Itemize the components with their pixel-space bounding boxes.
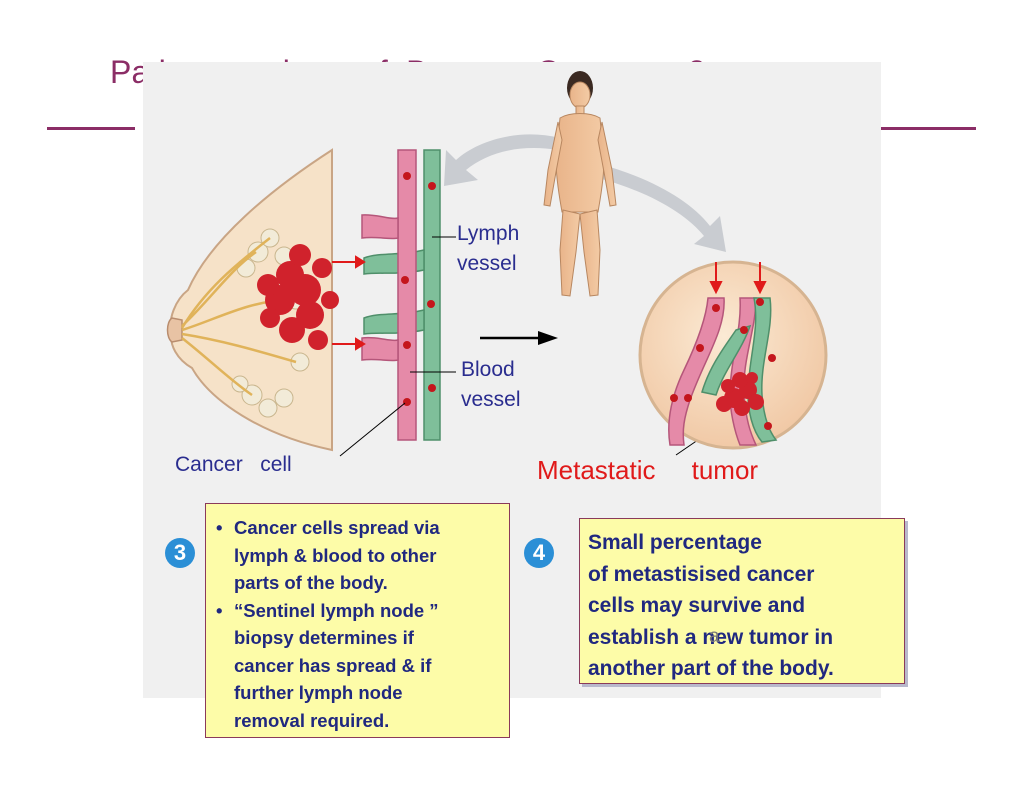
- lymph-vessel-label-line2: vessel: [457, 252, 517, 275]
- breast-diagram: [166, 148, 339, 452]
- step-3-bullet-2-line3: cancer has spread & if: [234, 654, 432, 676]
- vessels: [332, 149, 441, 441]
- human-figure-icon: [543, 71, 617, 297]
- right-arrow-icon: [480, 331, 558, 345]
- title-rule-left: [47, 127, 135, 130]
- step-3-bullet-2-line4: further lymph node: [234, 682, 403, 703]
- step-3-bullet-2-line2: biopsy determines if: [234, 627, 414, 648]
- bullet-icon: •: [216, 599, 223, 621]
- magnified-tumor-circle: [638, 260, 828, 450]
- blood-vessel-label: Blood vessel: [461, 355, 521, 415]
- curved-arrow-icon: [444, 134, 726, 252]
- blood-vessel-label-line2: vessel: [461, 388, 521, 411]
- step-3-box: • Cancer cells spread via lymph & blood …: [205, 503, 510, 738]
- step-4-box: Small percentage of metastisised cancer …: [579, 518, 905, 684]
- step-4-overlay-letter: a: [709, 626, 720, 647]
- step-3-bullet-1-line1: Cancer cells spread via: [234, 517, 440, 538]
- step-4-line5: another part of the body.: [588, 657, 834, 680]
- title-rule-right: [878, 127, 976, 130]
- step-3-number-icon: 3: [165, 538, 195, 568]
- step-4-line3: cells may survive and: [588, 594, 806, 617]
- step-4-number-icon: 4: [524, 538, 554, 568]
- cancer-cell-label: Cancer cell: [175, 453, 292, 476]
- step-4-line2: of metastisised cancer: [588, 562, 815, 586]
- lymph-vessel-label-line1: Lymph: [457, 222, 520, 245]
- step-3-bullet-1-line2: lymph & blood to other: [234, 544, 437, 566]
- metastatic-tumor-label: Metastatic tumor: [537, 455, 759, 485]
- step-4-line4: establish a new tumor in: [588, 625, 834, 649]
- lymph-vessel-label: Lymph vessel: [457, 219, 519, 279]
- step-4-line1: Small percentage: [588, 531, 762, 554]
- step-3-bullet-2-line5: removal required.: [234, 709, 390, 731]
- blood-vessel-label-line1: Blood: [461, 358, 515, 381]
- bullet-icon: •: [216, 517, 223, 538]
- step-3-bullet-2: • “Sentinel lymph node ” biopsy determin…: [216, 597, 501, 735]
- step-3-bullet-1: • Cancer cells spread via lymph & blood …: [216, 514, 501, 597]
- step-3-bullet-1-line3: parts of the body.: [234, 572, 388, 593]
- step-3-bullet-2-line1: “Sentinel lymph node ”: [234, 599, 439, 621]
